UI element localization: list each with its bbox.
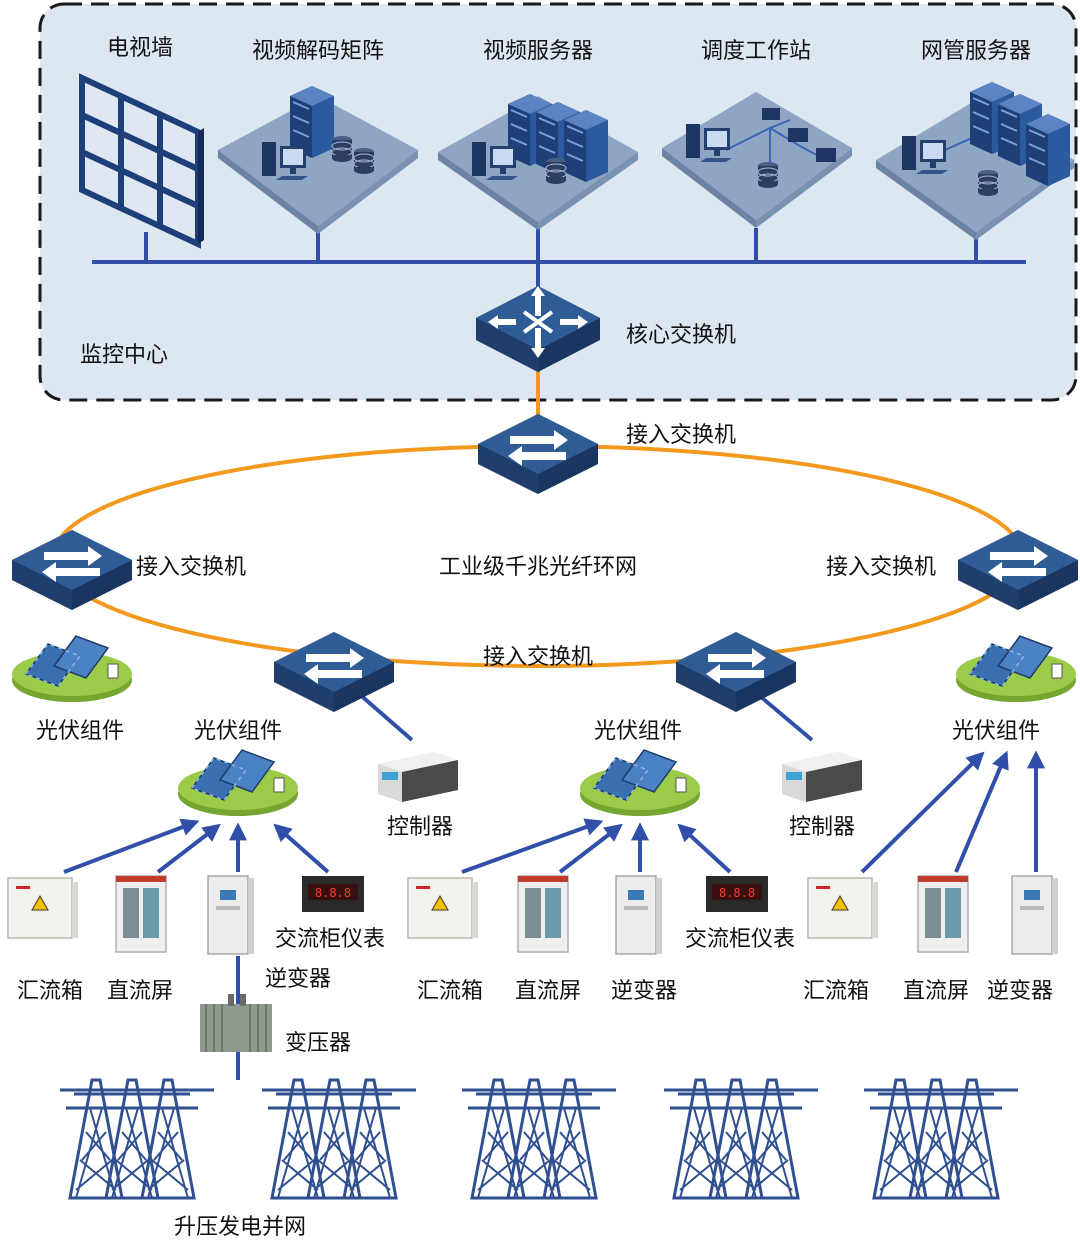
label-inverter-2: 逆变器: [611, 979, 677, 1004]
video-wall-icon: [79, 73, 204, 249]
pv-module-1-icon: [11, 635, 133, 703]
label-inverter-1: 逆变器: [265, 967, 331, 992]
pv-module-4-icon: [955, 635, 1077, 703]
dc-panel-3-icon: [917, 875, 969, 953]
ac-meter-1-icon: [302, 876, 364, 912]
label-dc-panel-2: 直流屏: [515, 979, 581, 1004]
access-switch-right-icon: [958, 530, 1078, 610]
video-server-icon: [438, 93, 638, 230]
label-dc-panel-3: 直流屏: [903, 979, 969, 1004]
label-grid-connection: 升压发电并网: [174, 1215, 306, 1240]
tower-group-4: [664, 1078, 818, 1200]
tower-group-3: [462, 1078, 616, 1200]
access-switch-bottom-right-icon: [676, 632, 796, 712]
label-nms-server: 网管服务器: [921, 39, 1031, 64]
label-video-wall: 电视墙: [107, 36, 173, 61]
label-dc-panel-1: 直流屏: [107, 979, 173, 1004]
label-combiner-box-1: 汇流箱: [17, 979, 83, 1004]
inverter-2-icon: [615, 875, 663, 955]
ac-meter-2-icon: [706, 876, 768, 912]
label-combiner-box-2: 汇流箱: [417, 979, 483, 1004]
label-access-switch-bottom: 接入交换机: [483, 645, 593, 670]
tower-group-5: [864, 1078, 1018, 1200]
access-switch-bottom-left-icon: [274, 632, 394, 712]
label-access-switch-top: 接入交换机: [626, 423, 736, 448]
controller-1-icon: [378, 752, 458, 802]
group2-arrows: [461, 818, 732, 874]
tower-group-1: [60, 1078, 214, 1200]
combiner-box-2-icon: [407, 877, 479, 939]
label-pv-module-4: 光伏组件: [952, 719, 1040, 744]
inverter-3-icon: [1011, 875, 1059, 955]
access-switch-top-icon: [478, 414, 598, 494]
grid-towers: [60, 1078, 1018, 1200]
tower-group-2: [262, 1078, 416, 1200]
dc-panel-1-icon: [115, 875, 167, 953]
label-video-server: 视频服务器: [483, 39, 593, 64]
controller-2-icon: [782, 752, 862, 802]
label-fiber-ring: 工业级千兆光纤环网: [439, 555, 637, 580]
inverter-1-icon: [207, 875, 255, 955]
label-monitoring-center: 监控中心: [80, 343, 168, 368]
label-inverter-3: 逆变器: [987, 979, 1053, 1004]
dc-panel-2-icon: [517, 875, 569, 953]
dispatch-workstation-icon: [662, 92, 852, 228]
label-pv-module-2: 光伏组件: [194, 719, 282, 744]
access-switch-left-icon: [12, 530, 132, 610]
label-combiner-box-3: 汇流箱: [803, 979, 869, 1004]
nms-server-icon: [876, 81, 1074, 240]
pv-module-2-icon: [177, 749, 299, 817]
label-ac-meter-2: 交流柜仪表: [685, 927, 795, 952]
bus-drop-lines: [144, 228, 978, 290]
decoder-matrix-icon: [218, 85, 418, 234]
label-controller-2: 控制器: [789, 815, 855, 840]
label-decoder-matrix: 视频解码矩阵: [252, 39, 384, 64]
label-controller-1: 控制器: [387, 815, 453, 840]
label-ac-meter-1: 交流柜仪表: [275, 927, 385, 952]
group1-arrows: [63, 818, 330, 874]
label-pv-module-3: 光伏组件: [594, 719, 682, 744]
combiner-box-3-icon: [807, 877, 879, 939]
label-pv-module-1: 光伏组件: [36, 719, 124, 744]
label-core-switch: 核心交换机: [626, 323, 736, 348]
label-transformer: 变压器: [285, 1031, 351, 1056]
label-dispatch-workstation: 调度工作站: [701, 39, 811, 64]
label-access-switch-right: 接入交换机: [826, 555, 936, 580]
combiner-box-1-icon: [7, 877, 79, 939]
group3-arrows: [860, 750, 1045, 874]
label-access-switch-left: 接入交换机: [136, 555, 246, 580]
pv-module-3-icon: [579, 749, 701, 817]
